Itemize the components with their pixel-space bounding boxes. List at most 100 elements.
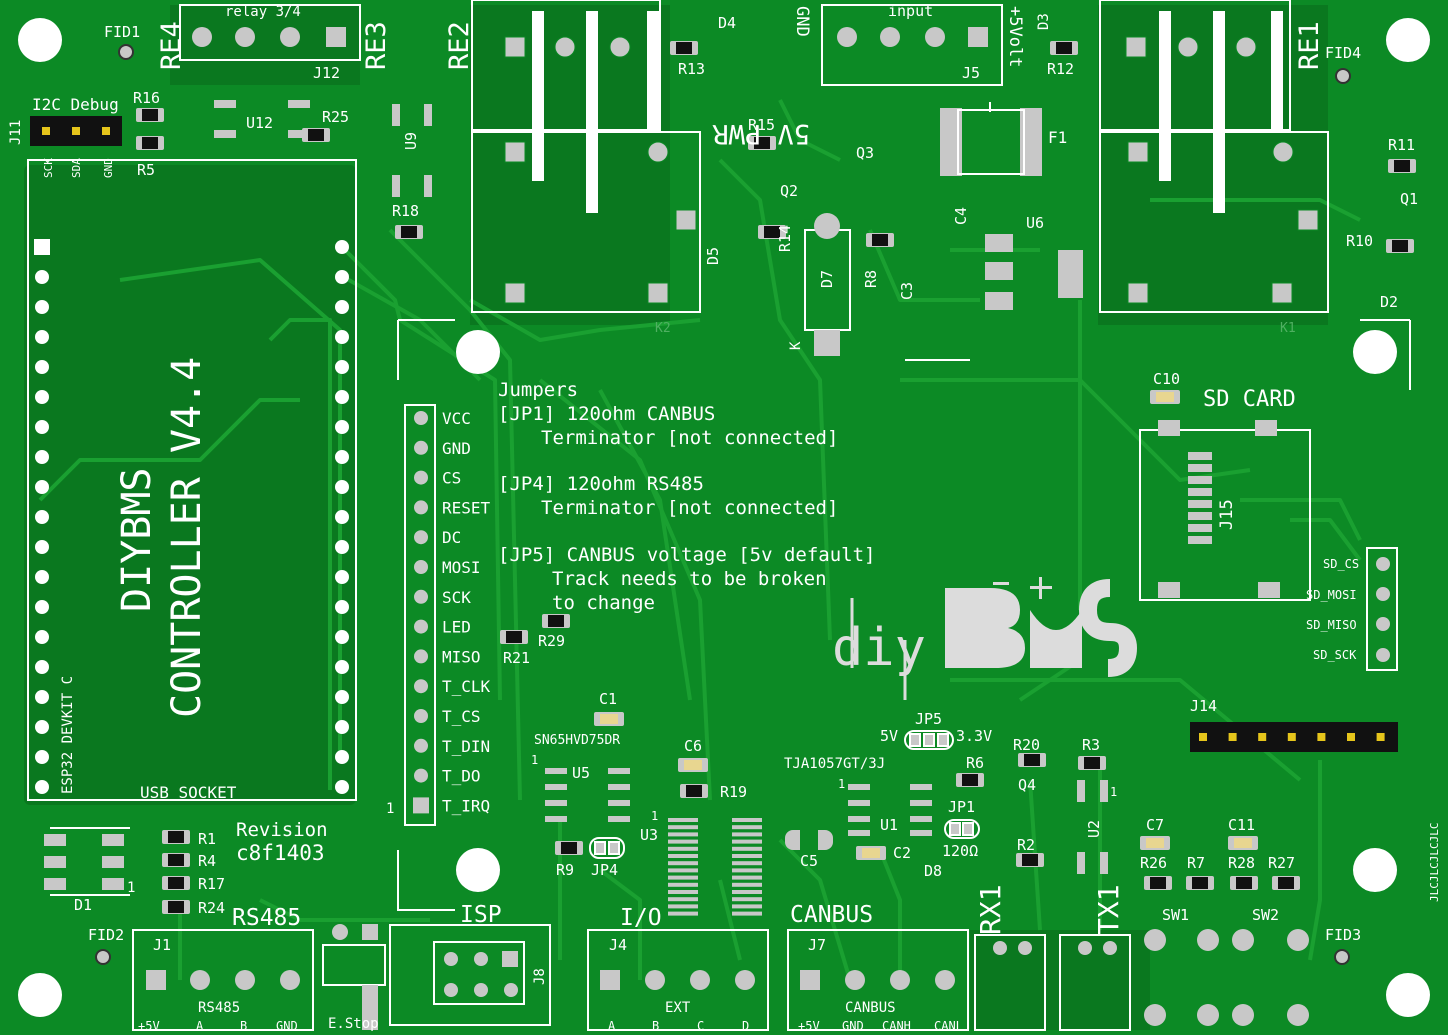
resistor-body (872, 234, 888, 246)
label-u3-one: 1 (651, 809, 658, 823)
label-k1: K1 (1280, 321, 1296, 336)
fiducials (95, 44, 1351, 965)
label-r15: R15 (748, 116, 775, 134)
diode-d7 (804, 213, 851, 356)
resistor-body (168, 854, 184, 866)
label-j11: J11 (8, 120, 24, 145)
label-j1: J1 (153, 936, 171, 954)
label-c7: C7 (1146, 816, 1164, 834)
u3-pin (732, 854, 762, 858)
traces (38, 99, 1362, 981)
d1-block (44, 834, 124, 890)
esp32-pin (335, 240, 349, 254)
label-u3: U3 (640, 826, 658, 844)
label-r18: R18 (392, 202, 419, 220)
label-canbus-sub: CANBUS (845, 1000, 896, 1016)
tft-pin-label: RESET (442, 498, 491, 517)
can-pin-canh: CANH (882, 1019, 911, 1033)
label-r16: R16 (133, 89, 160, 107)
can-pin-canl: CANL (934, 1019, 963, 1033)
u3-pin (668, 897, 698, 902)
u3-pin (732, 911, 762, 916)
u3-pin (668, 839, 698, 844)
label-r1: R1 (198, 830, 216, 848)
label-re1: RE1 (1294, 21, 1325, 70)
tft-pin-label: T_DIN (442, 737, 490, 756)
sd-pin-sck: SD_SCK (1313, 648, 1357, 662)
label-re3: RE3 (361, 21, 392, 70)
label-gnd-in: GND (792, 6, 812, 37)
label-k: K (788, 341, 804, 350)
label-fid2: FID2 (88, 926, 124, 944)
label-relay34: relay 3/4 (225, 4, 301, 20)
resistor-body (1236, 877, 1252, 889)
tft-pin-label: MISO (442, 647, 481, 666)
tft-pin-label: CS (442, 469, 461, 488)
silk-outlines (50, 102, 1411, 911)
smd-caps (594, 390, 1258, 860)
tft-pin (414, 619, 428, 634)
esp32-pin (335, 480, 349, 494)
label-fid1: FID1 (104, 23, 140, 41)
label-tx1: TX1 (1092, 884, 1125, 935)
label-d7: D7 (818, 270, 836, 288)
u3-pin (668, 861, 698, 866)
esp32-pin (335, 330, 349, 344)
usb-socket-label: USB SOCKET (140, 783, 237, 802)
label-r12: R12 (1047, 60, 1074, 78)
tft-pin-label: T_DO (442, 767, 481, 786)
tft-pin (414, 589, 428, 604)
label-j14: J14 (1190, 697, 1217, 715)
esp32-pin (35, 630, 49, 644)
logo-diy: diy (832, 618, 926, 678)
label-r13: R13 (678, 60, 705, 78)
jumpers-note-7: to change (552, 592, 655, 614)
esp32-pin (335, 630, 349, 644)
label-q2: Q2 (780, 182, 798, 200)
label-sd-card: SD CARD (1203, 387, 1296, 412)
sd-pin-cs: SD_CS (1323, 557, 1359, 571)
rs485-pin-gnd: GND (276, 1019, 298, 1033)
label-r28: R28 (1228, 854, 1255, 872)
esp32-pin (335, 360, 349, 374)
esp32-pin (335, 750, 349, 764)
esp32-footprint (27, 159, 357, 801)
i2c-pin-gnd: GND (102, 158, 115, 178)
label-5vpwr: 5V PWR (712, 118, 810, 149)
tft-pin (414, 768, 428, 783)
resistor-body (142, 137, 158, 149)
tft-pin-label: LED (442, 618, 471, 637)
tft-pin-label: VCC (442, 409, 471, 428)
label-u1-one: 1 (838, 777, 845, 791)
relay-k1 (1099, 0, 1329, 313)
label-c4: C4 (952, 207, 970, 225)
io-pin-d: D (742, 1019, 749, 1033)
resistor-body (1394, 160, 1410, 172)
j14-header (1190, 722, 1398, 752)
esp32-pin (35, 540, 49, 554)
label-c3: C3 (898, 282, 916, 300)
label-io: I/O (620, 905, 662, 931)
label-r11: R11 (1388, 136, 1415, 154)
esp32-pin (35, 450, 49, 464)
j14-pin (1287, 733, 1296, 741)
jumpers-note-6: Track needs to be broken (552, 568, 827, 590)
esp32-pin (35, 690, 49, 704)
sd-pin-mosi: SD_MOSI (1306, 588, 1357, 602)
u3-pin (732, 839, 762, 844)
label-jp5-33v: 3.3V (956, 727, 992, 745)
label-r27: R27 (1268, 854, 1295, 872)
u3-chip (668, 818, 762, 916)
resistor-body (561, 842, 577, 854)
label-u2-one: 1 (1110, 785, 1117, 799)
resistor-body (1084, 757, 1100, 769)
label-re4: RE4 (156, 21, 187, 70)
u3-pin (668, 911, 698, 916)
label-j5: J5 (962, 64, 980, 82)
resistor-body (1192, 877, 1208, 889)
resistor-body (1056, 42, 1072, 54)
u3-pin (732, 904, 762, 909)
jumpers-note-2: Terminator [not connected] (541, 427, 838, 449)
resistor-body (1278, 877, 1294, 889)
